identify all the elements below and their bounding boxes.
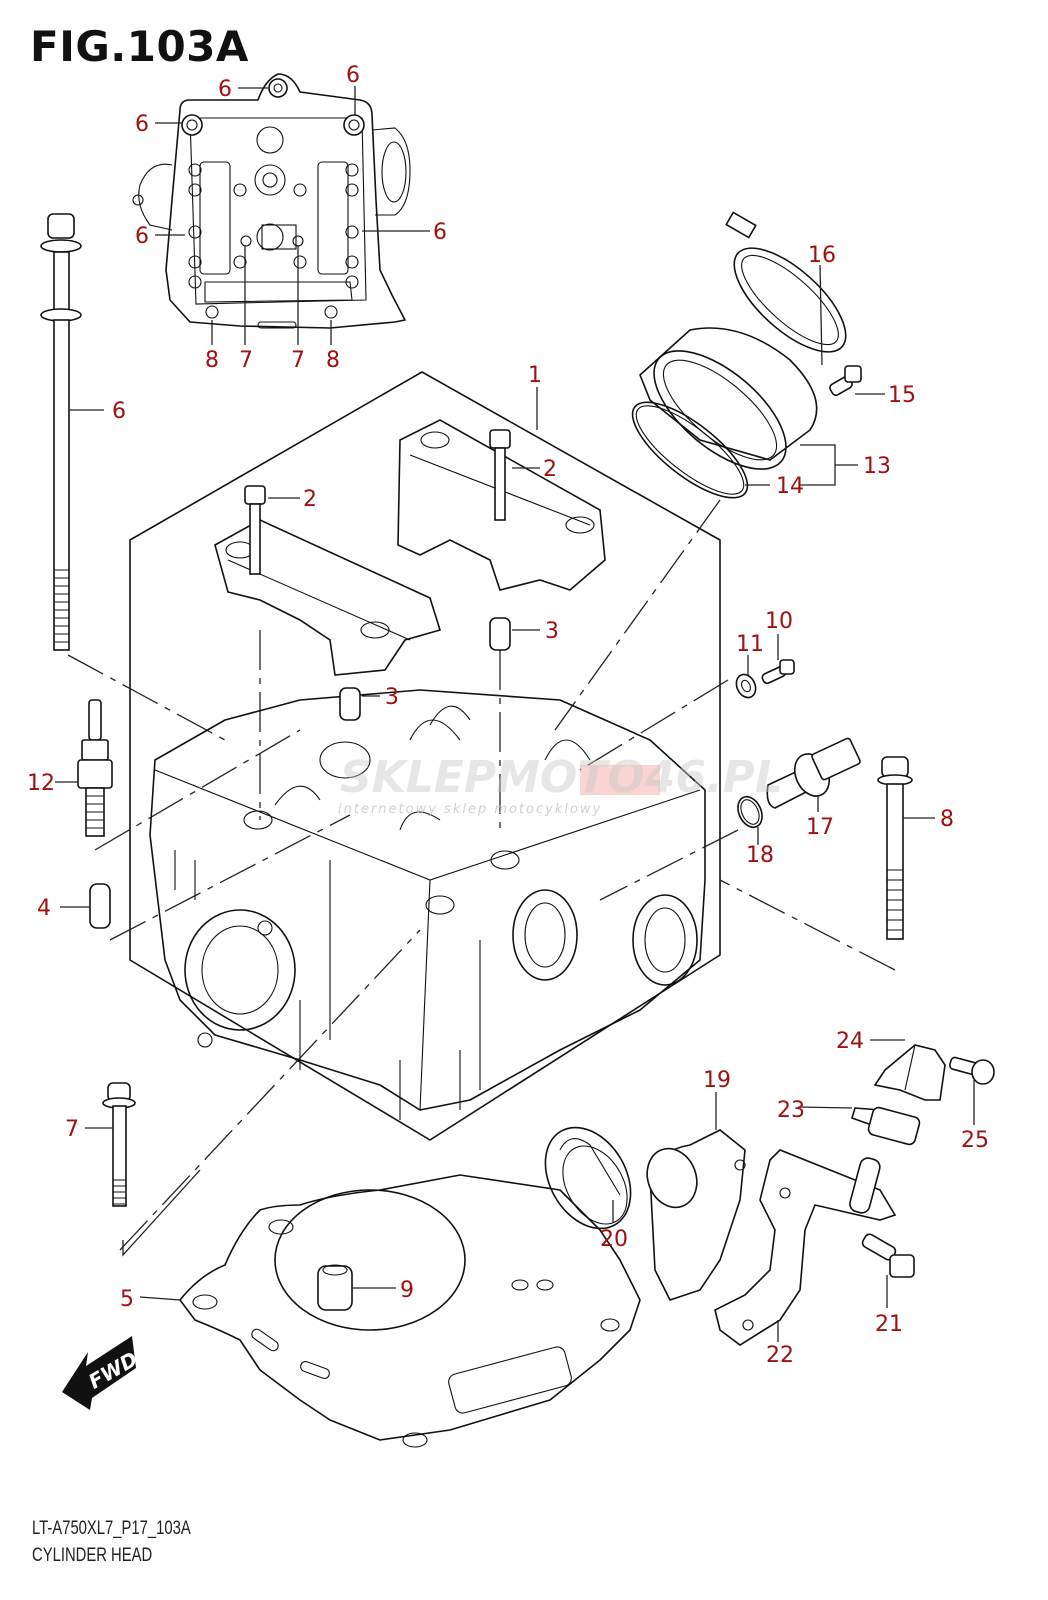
callout-6: 6 <box>135 112 149 137</box>
long-bolt-8 <box>877 756 913 940</box>
callout-6: 6 <box>112 399 126 424</box>
cylinder-head-gasket-5 <box>179 1174 641 1448</box>
forward-direction-arrow: FWD <box>62 1336 142 1410</box>
callout-6: 6 <box>433 220 447 245</box>
callout-6: 6 <box>346 63 360 88</box>
cylinder-head-top-view <box>132 73 411 329</box>
figure-code: LT-A750XL7_P17_103A <box>32 1518 191 1539</box>
callout-2: 2 <box>303 487 317 512</box>
callout-3: 3 <box>385 685 399 710</box>
callout-8: 8 <box>326 348 340 373</box>
sensor-bracket-24 <box>873 1044 946 1101</box>
callout-19: 19 <box>703 1068 731 1093</box>
long-bolt-6 <box>40 213 82 651</box>
intake-pipe-13 <box>639 327 818 470</box>
figure-name: CYLINDER HEAD <box>32 1545 153 1566</box>
dowel-pin-4 <box>89 883 111 929</box>
callout-8: 8 <box>940 807 954 832</box>
callout-9: 9 <box>400 1278 414 1303</box>
callout-6: 6 <box>218 77 232 102</box>
bolt-21 <box>861 1233 915 1278</box>
dowel-pin-9 <box>317 1264 353 1311</box>
callout-21: 21 <box>875 1312 903 1337</box>
temperature-sensor-17 <box>766 737 861 809</box>
bolt-25 <box>949 1056 995 1085</box>
cylinder-head-outline-box <box>67 371 896 1251</box>
callout-25: 25 <box>961 1128 989 1153</box>
callout-7: 7 <box>291 348 305 373</box>
callout-labels: 6 6 6 6 6 8 7 7 8 6 1 2 2 3 3 12 4 8 15 … <box>27 63 989 1368</box>
cylinder-head-body <box>149 689 706 1120</box>
callout-7: 7 <box>239 348 253 373</box>
callout-18: 18 <box>746 843 774 868</box>
gasket-18 <box>737 795 763 829</box>
callout-24: 24 <box>836 1029 864 1054</box>
callout-1: 1 <box>528 363 542 388</box>
watermark-tagline: internetowy sklep motocyklowy <box>338 802 602 817</box>
thermostat-cover-19 <box>646 1129 746 1301</box>
bolt-2-right <box>489 429 511 521</box>
grommet-23 <box>851 1106 921 1146</box>
dowel-pin-3 <box>339 617 511 721</box>
bolt-7 <box>102 1082 201 1257</box>
watermark: SKLEPMOTO46.PL internetowy sklep motocyk… <box>338 752 783 817</box>
callout-7: 7 <box>65 1117 79 1142</box>
callout-14: 14 <box>776 474 804 499</box>
watermark-brand: SKLEPMOTO46.PL <box>340 752 783 803</box>
callout-2: 2 <box>543 457 557 482</box>
callout-3: 3 <box>545 619 559 644</box>
bolt-15 <box>829 365 862 397</box>
callout-10: 10 <box>765 609 793 634</box>
spark-plug-12 <box>77 699 113 837</box>
leader-lines <box>55 86 975 1342</box>
callout-20: 20 <box>600 1227 628 1252</box>
callout-15: 15 <box>888 383 916 408</box>
bracket-22 <box>714 1149 897 1346</box>
callout-4: 4 <box>37 896 51 921</box>
callout-8: 8 <box>205 348 219 373</box>
callout-11: 11 <box>736 632 764 657</box>
callout-12: 12 <box>27 771 55 796</box>
washer-11 <box>735 673 757 699</box>
o-ring-14 <box>631 401 749 499</box>
figure-title: FIG.103A <box>30 22 249 71</box>
callout-13: 13 <box>863 454 891 479</box>
callout-17: 17 <box>806 815 834 840</box>
intake-clamp-16 <box>725 211 847 353</box>
callout-23: 23 <box>777 1098 805 1123</box>
callout-5: 5 <box>120 1287 134 1312</box>
callout-6: 6 <box>135 224 149 249</box>
bolt-2-left <box>244 485 266 575</box>
thermostat-20 <box>544 1126 632 1230</box>
callout-16: 16 <box>808 243 836 268</box>
bolt-10 <box>761 659 795 685</box>
callout-22: 22 <box>766 1343 794 1368</box>
